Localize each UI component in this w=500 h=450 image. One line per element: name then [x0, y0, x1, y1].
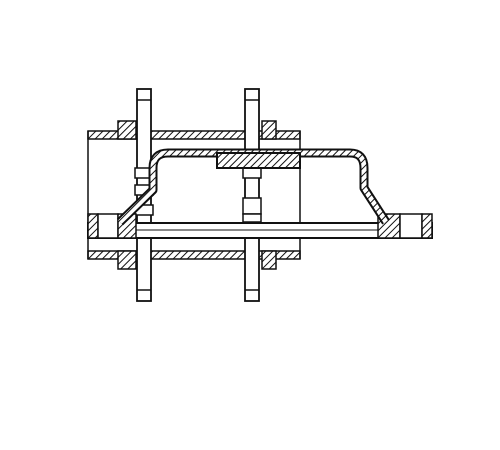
right-bolt-nut [242, 167, 262, 179]
right-bolt-nut [242, 197, 262, 215]
horizontal-shaft [87, 213, 433, 239]
housing-top-boss-right [261, 120, 277, 140]
right-bolt [242, 88, 262, 302]
housing-bottom-boss-left [117, 250, 137, 270]
shaft-left-collar [97, 213, 119, 239]
cover-shell [116, 148, 390, 226]
housing-bottom-boss-right [261, 250, 277, 270]
shaft-right-flange [399, 213, 423, 239]
housing-top-boss-left [117, 120, 137, 140]
right-bolt-shank [244, 88, 260, 302]
shaft-left-end-hatch [87, 213, 99, 239]
cover-center-plate [216, 152, 301, 169]
right-bolt-nut [242, 213, 262, 223]
housing [87, 120, 301, 270]
shaft-right-end-hatch [421, 213, 433, 239]
